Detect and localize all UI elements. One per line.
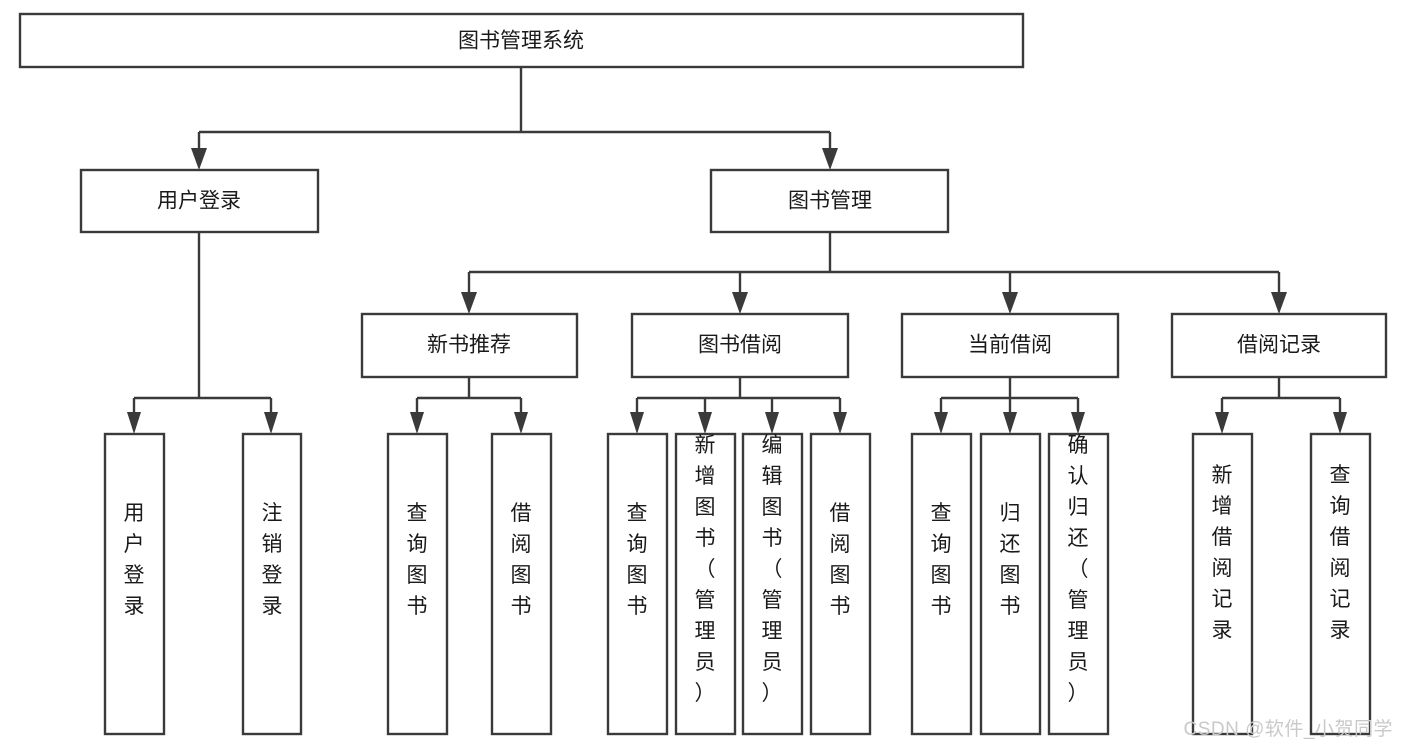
node-book-borrow-label: 图书借阅	[698, 334, 782, 357]
leaf-current-query-box[interactable]	[910, 432, 973, 736]
node-borrow-records[interactable]: 借阅记录	[1170, 312, 1388, 379]
node-root-box[interactable]	[18, 12, 1025, 69]
arrow-head-icon	[410, 412, 424, 434]
connectors-login-to-leaves	[127, 232, 278, 434]
node-book-management-box[interactable]	[709, 168, 950, 234]
leaf-newbook-borrow-label: 借阅图书	[511, 502, 532, 618]
node-borrow-records-label: 借阅记录	[1237, 334, 1321, 357]
node-current-borrow-label: 当前借阅	[968, 334, 1052, 357]
leaf-user-login-label: 用户登录	[124, 502, 145, 618]
arrow-head-icon	[833, 412, 847, 434]
leaf-current-query-label: 查询图书	[931, 502, 952, 618]
arrow-head-icon	[461, 292, 477, 314]
arrow-head-icon	[630, 412, 644, 434]
connectors-borrow-to-leaves	[630, 377, 847, 434]
leaf-user-logout-label: 注销登录	[262, 502, 283, 618]
node-book-management[interactable]: 图书管理	[709, 168, 950, 234]
arrow-head-icon	[822, 148, 838, 170]
arrow-head-icon	[127, 412, 141, 434]
arrow-head-icon	[1002, 292, 1018, 314]
arrow-head-icon	[1071, 412, 1085, 434]
leaf-records-add[interactable]: 新增借阅记录	[1191, 432, 1254, 736]
node-book-management-label: 图书管理	[788, 190, 872, 213]
leaf-user-logout-box[interactable]	[241, 432, 303, 736]
node-root[interactable]: 图书管理系统	[18, 12, 1025, 69]
leaf-user-logout[interactable]: 注销登录	[241, 432, 303, 736]
leaf-borrow-borrow-label: 借阅图书	[830, 502, 851, 618]
leaf-records-query-box[interactable]	[1309, 432, 1372, 736]
arrow-head-icon	[514, 412, 528, 434]
leaf-borrow-borrow-box[interactable]	[809, 432, 872, 736]
leaf-user-login[interactable]: 用户登录	[103, 432, 166, 736]
arrow-head-icon	[264, 412, 278, 434]
leaf-borrow-query[interactable]: 查询图书	[606, 432, 669, 736]
leaf-borrow-edit-box[interactable]	[741, 432, 804, 736]
node-new-book-recommend-box[interactable]	[360, 312, 579, 379]
node-borrow-records-box[interactable]	[1170, 312, 1388, 379]
node-current-borrow-box[interactable]	[900, 312, 1120, 379]
leaf-newbook-query-box[interactable]	[386, 432, 449, 736]
leaf-current-query[interactable]: 查询图书	[910, 432, 973, 736]
arrow-head-icon	[1271, 292, 1287, 314]
leaf-user-login-box[interactable]	[103, 432, 166, 736]
arrow-head-icon	[1215, 412, 1229, 434]
leaf-current-return-box[interactable]	[979, 432, 1042, 736]
leaf-newbook-query-label: 查询图书	[407, 502, 428, 618]
connectors-newbook-to-leaves	[410, 377, 528, 434]
node-new-book-recommend-label: 新书推荐	[427, 334, 511, 357]
arrow-head-icon	[934, 412, 948, 434]
connectors-current-to-leaves	[934, 377, 1085, 434]
leaf-current-return[interactable]: 归还图书	[979, 432, 1042, 736]
node-user-login[interactable]: 用户登录	[79, 168, 320, 234]
leaf-records-add-box[interactable]	[1191, 432, 1254, 736]
node-current-borrow[interactable]: 当前借阅	[900, 312, 1120, 379]
leaf-borrow-edit-label: 编辑图书（管理员）	[762, 434, 783, 705]
node-book-borrow[interactable]: 图书借阅	[630, 312, 850, 379]
leaf-borrow-borrow[interactable]: 借阅图书	[809, 432, 872, 736]
leaf-borrow-add-label: 新增图书（管理员）	[695, 434, 716, 705]
leaf-borrow-add-box[interactable]	[674, 432, 737, 736]
csdn-watermark: CSDN @软件_小贺同学	[1183, 719, 1393, 740]
node-new-book-recommend[interactable]: 新书推荐	[360, 312, 579, 379]
leaf-borrow-add[interactable]: 新增图书（管理员）	[674, 432, 737, 736]
leaf-borrow-query-label: 查询图书	[627, 502, 648, 618]
node-user-login-box[interactable]	[79, 168, 320, 234]
leaf-borrow-query-box[interactable]	[606, 432, 669, 736]
connectors-records-to-leaves	[1215, 377, 1347, 434]
leaf-borrow-edit[interactable]: 编辑图书（管理员）	[741, 432, 804, 736]
arrow-head-icon	[698, 412, 712, 434]
node-root-label: 图书管理系统	[458, 30, 584, 53]
leaf-current-confirm-label: 确认归还（管理员）	[1068, 434, 1089, 705]
connectors-bookmgmt-to-level3	[461, 232, 1287, 314]
connectors-root-to-level2	[191, 67, 838, 170]
leaf-current-return-label: 归还图书	[1000, 502, 1021, 618]
leaf-records-query-label: 查询借阅记录	[1330, 464, 1351, 642]
leaf-newbook-borrow-box[interactable]	[490, 432, 553, 736]
arrow-head-icon	[191, 148, 207, 170]
leaf-newbook-borrow[interactable]: 借阅图书	[490, 432, 553, 736]
arrow-head-icon	[732, 292, 748, 314]
arrow-head-icon	[1003, 412, 1017, 434]
leaf-current-confirm-box[interactable]	[1047, 432, 1110, 736]
arrow-head-icon	[765, 412, 779, 434]
arrow-head-icon	[1333, 412, 1347, 434]
node-user-login-label: 用户登录	[157, 190, 241, 213]
leaf-records-query[interactable]: 查询借阅记录	[1309, 432, 1372, 736]
leaf-newbook-query[interactable]: 查询图书	[386, 432, 449, 736]
node-book-borrow-box[interactable]	[630, 312, 850, 379]
leaf-current-confirm[interactable]: 确认归还（管理员）	[1047, 432, 1110, 736]
leaf-records-add-label: 新增借阅记录	[1212, 464, 1233, 642]
